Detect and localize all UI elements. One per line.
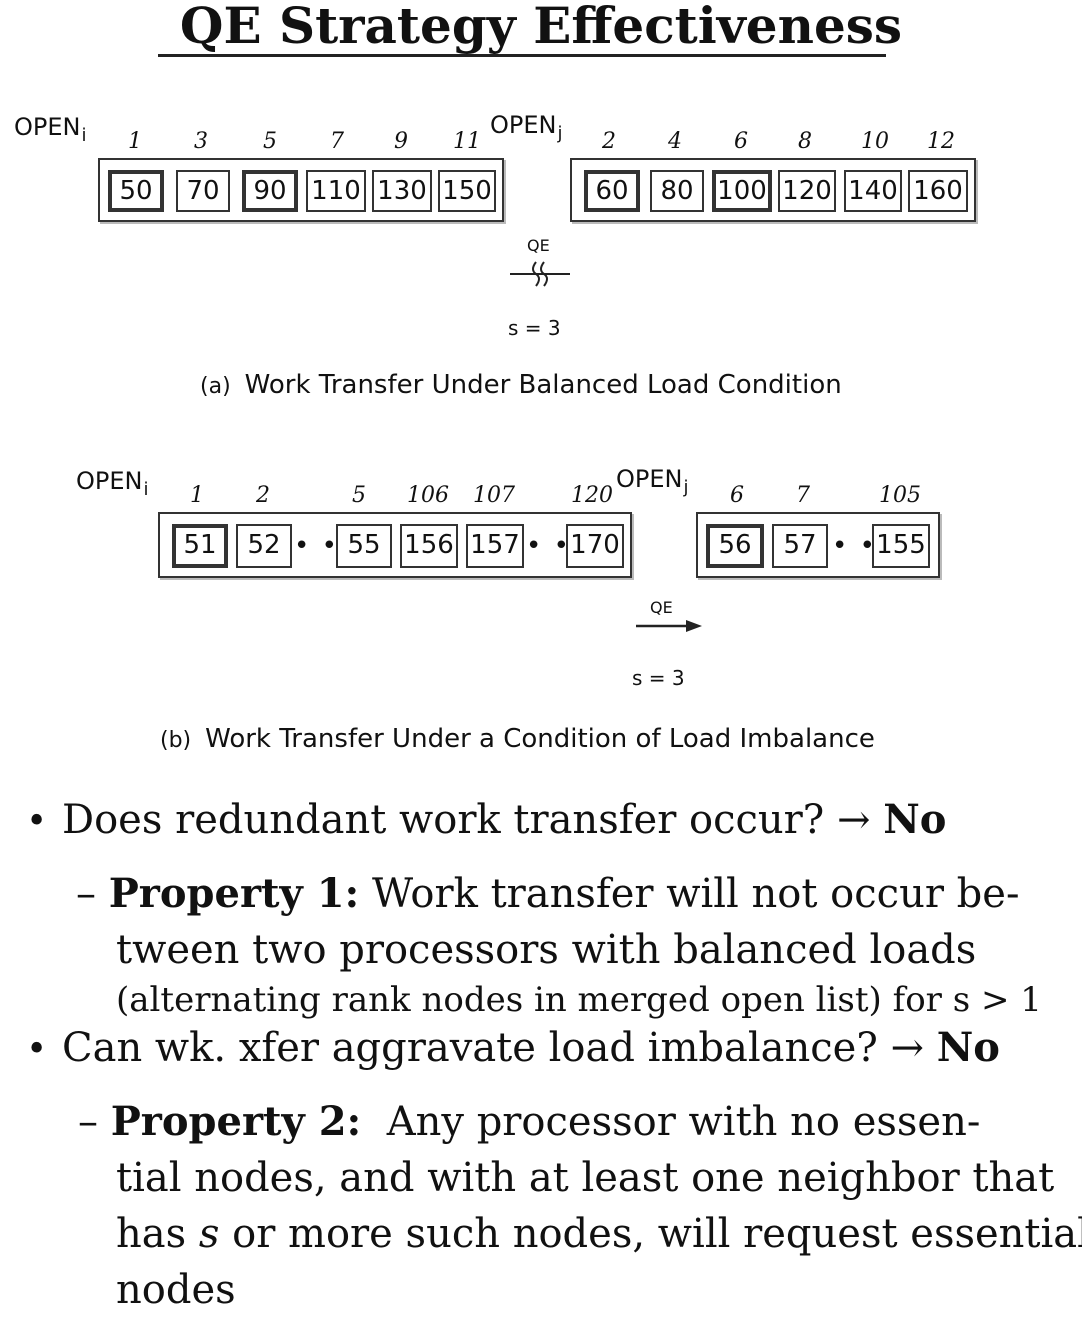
property-1-line-3: (alternating rank nodes in merged open l… xyxy=(116,980,1042,1020)
property-1-line-1: – Property 1: Work transfer will not occ… xyxy=(76,870,1020,917)
node-cell: 157 xyxy=(466,524,524,568)
node-cell: 57 xyxy=(772,524,828,568)
bullet-dot: • xyxy=(26,801,48,842)
s-value: s = 3 xyxy=(632,666,685,690)
node-cell: 110 xyxy=(306,170,366,212)
question-1: Does redundant work transfer occur? → No xyxy=(62,796,947,843)
property-2-line-4: nodes xyxy=(116,1267,236,1313)
question-2: Can wk. xfer aggravate load imbalance? →… xyxy=(62,1024,1000,1071)
open-j-label: OPENj xyxy=(490,111,563,144)
index-label: 4 xyxy=(668,129,682,154)
property-2-line-1: – Property 2: Any processor with no esse… xyxy=(78,1098,981,1145)
node-cell: 60 xyxy=(584,170,640,212)
index-label: 6 xyxy=(734,129,748,154)
caption-b: (b)Work Transfer Under a Condition of Lo… xyxy=(160,724,875,754)
node-cell: 51 xyxy=(172,524,228,568)
index-label: 7 xyxy=(796,483,810,508)
ellipsis-dots: • • xyxy=(526,531,571,561)
index-label: 2 xyxy=(256,483,270,508)
open-i-label: OPENi xyxy=(14,113,87,146)
index-label: 10 xyxy=(861,129,889,154)
index-label: 5 xyxy=(352,483,366,508)
open-j-list: 56 57 • • 155 xyxy=(696,512,940,578)
index-label: 106 xyxy=(407,483,449,508)
open-i-list: 51 52 • • 55 156 157 • • 170 xyxy=(158,512,632,578)
node-cell: 52 xyxy=(236,524,292,568)
node-cell: 170 xyxy=(566,524,624,568)
node-cell: 80 xyxy=(650,170,704,212)
ellipsis-dots: • • xyxy=(832,531,877,561)
title-underline xyxy=(158,54,886,57)
index-label: 3 xyxy=(194,129,208,154)
index-label: 1 xyxy=(128,129,142,154)
transfer-arrow-icon xyxy=(636,620,702,632)
index-label: 6 xyxy=(730,483,744,508)
s-value: s = 3 xyxy=(508,316,561,340)
node-cell: 56 xyxy=(706,524,764,568)
index-label: 2 xyxy=(602,129,616,154)
open-j-list: 60 80 100 120 140 160 xyxy=(570,158,976,222)
blocked-transfer-icon xyxy=(510,261,570,287)
node-cell: 100 xyxy=(712,170,772,212)
node-cell: 50 xyxy=(108,170,164,212)
index-label: 8 xyxy=(798,129,812,154)
page-title: QE Strategy Effectiveness xyxy=(179,0,903,55)
node-cell: 150 xyxy=(438,170,496,212)
index-label: 7 xyxy=(330,129,344,154)
index-label: 107 xyxy=(473,483,515,508)
index-label: 9 xyxy=(394,129,408,154)
index-label: 12 xyxy=(927,129,955,154)
node-cell: 160 xyxy=(908,170,968,212)
property-2-line-2: tial nodes, and with at least one neighb… xyxy=(116,1155,1055,1201)
node-cell: 90 xyxy=(242,170,298,212)
index-label: 120 xyxy=(571,483,613,508)
open-i-list: 50 70 90 110 130 150 xyxy=(98,158,504,222)
node-cell: 140 xyxy=(844,170,902,212)
caption-a: (a)Work Transfer Under Balanced Load Con… xyxy=(200,370,842,400)
ellipsis-dots: • • xyxy=(294,531,339,561)
index-label: 11 xyxy=(453,129,481,154)
index-label: 5 xyxy=(263,129,277,154)
index-label: 1 xyxy=(190,483,204,508)
node-cell: 130 xyxy=(372,170,432,212)
node-cell: 156 xyxy=(400,524,458,568)
open-i-label: OPENi xyxy=(76,467,149,500)
property-1-line-2: tween two processors with balanced loads xyxy=(116,927,977,973)
node-cell: 70 xyxy=(176,170,230,212)
bullet-dot: • xyxy=(26,1029,48,1070)
node-cell: 120 xyxy=(778,170,836,212)
index-label: 105 xyxy=(879,483,921,508)
open-j-label: OPENj xyxy=(616,465,689,498)
node-cell: 155 xyxy=(872,524,930,568)
qe-label: QE xyxy=(650,598,673,617)
node-cell: 55 xyxy=(336,524,392,568)
qe-label: QE xyxy=(527,236,550,255)
property-2-line-3: has s or more such nodes, will request e… xyxy=(116,1211,1082,1257)
